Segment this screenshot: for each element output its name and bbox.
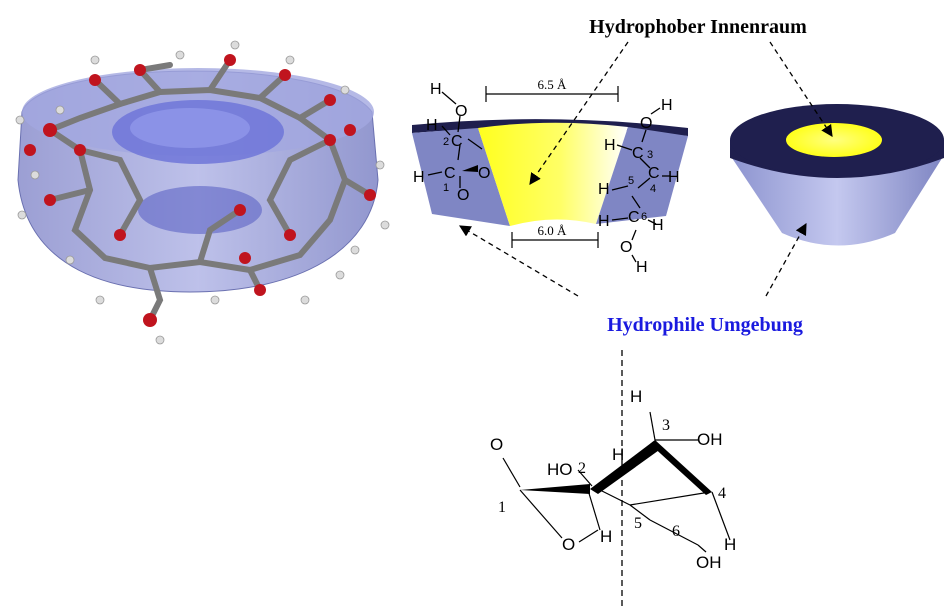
dimension-bottom	[511, 232, 599, 248]
glucose-h-c4: H	[724, 535, 736, 554]
torus-cavity-glow	[130, 108, 250, 148]
left-h-low: H	[413, 169, 425, 186]
section-right-wall	[596, 127, 688, 224]
left-o-right: O	[478, 165, 490, 182]
left-c1: C	[444, 165, 456, 182]
wedge-c1-c2	[520, 484, 590, 494]
dimension-top	[485, 86, 619, 102]
left-o-top: O	[455, 103, 467, 120]
dimension-bottom-label: 6.0 Å	[538, 223, 568, 238]
glucose-ho-c2: HO	[547, 460, 573, 479]
glucose-c6-num: 6	[672, 523, 680, 540]
hydrophobic-label: Hydrophober Innenraum	[589, 16, 807, 38]
right-o-low: O	[620, 239, 632, 256]
glucose-c3-num: 3	[662, 417, 670, 434]
right-c4: C	[648, 165, 660, 182]
left-c1-num: 1	[443, 182, 449, 194]
glucose-c1-num: 1	[498, 499, 506, 516]
right-wall-bonds	[611, 107, 670, 263]
arrow-to-cone-body	[765, 222, 807, 297]
right-h-top: H	[661, 97, 673, 114]
cross-section: 6.5 Å 6.0 Å H O H 2 C O H C 1 O	[412, 77, 688, 276]
molecular-model	[15, 40, 390, 345]
left-h-top: H	[430, 81, 442, 98]
right-c6-num: 6	[641, 211, 647, 223]
glucose-h-c1: H	[600, 527, 612, 546]
glucose-c2-num: 2	[578, 460, 586, 477]
section-left-wall	[412, 128, 510, 226]
left-c2-num: 2	[443, 136, 449, 148]
left-wall-bonds	[427, 91, 483, 188]
glucose-h-top: H	[630, 387, 642, 406]
hydrophilic-label: Hydrophile Umgebung	[607, 314, 803, 336]
oxygen-atoms	[24, 54, 376, 327]
wedge-c3-c4	[650, 440, 712, 495]
right-h5: H	[598, 181, 610, 198]
cone-body	[730, 155, 944, 246]
glucose-c5-num: 5	[634, 515, 642, 532]
left-c2: C	[451, 133, 463, 150]
glucose-oh-c6: OH	[696, 553, 722, 572]
glucose-h-c2: H	[612, 445, 624, 464]
right-c4-num: 4	[650, 183, 656, 195]
section-cavity	[478, 122, 628, 226]
glucose-c4-num: 4	[718, 485, 726, 502]
right-h6a: H	[598, 213, 610, 230]
glucose-o-top: O	[490, 435, 503, 454]
glucose-oh-c3: OH	[697, 430, 723, 449]
ring-bonds	[502, 411, 731, 553]
glucose-structure: O HO 2 1 O H H H 3 OH 4 5 6 H OH	[490, 350, 736, 608]
glucose-o-ring: O	[562, 535, 575, 554]
arrows	[458, 41, 833, 297]
torus-cavity-bottom	[138, 186, 262, 234]
cone-cavity	[786, 123, 882, 157]
arrow-to-section-wall	[458, 225, 579, 297]
arrow-to-cavity-cone	[769, 41, 833, 137]
truncated-cone	[730, 104, 944, 246]
right-h6b: H	[652, 217, 664, 234]
hydrogen-atoms	[15, 40, 390, 345]
wedge-c2-c3	[590, 440, 662, 494]
right-c6: C	[628, 209, 640, 226]
arrow-to-cavity-section	[529, 41, 629, 185]
right-c3: C	[632, 145, 644, 162]
left-h-mid: H	[426, 117, 438, 134]
right-h4: H	[668, 169, 680, 186]
right-c3-num: 3	[647, 149, 653, 161]
right-o-top: O	[640, 115, 652, 132]
left-o-low: O	[457, 187, 469, 204]
right-c5-num: 5	[628, 175, 634, 187]
right-h-low: H	[636, 259, 648, 276]
right-h3: H	[604, 137, 616, 154]
dimension-top-label: 6.5 Å	[538, 77, 568, 92]
